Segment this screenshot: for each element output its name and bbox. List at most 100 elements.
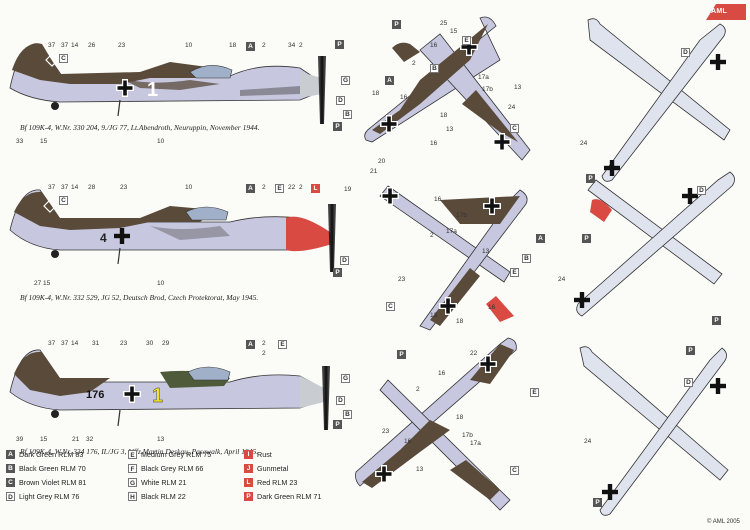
legend-label: Gunmetal <box>257 464 289 473</box>
callout: 15 <box>43 280 51 287</box>
legend-swatch: L <box>244 478 253 487</box>
callout: 16 <box>430 140 438 147</box>
profile-3-caption: Bf 109K-4, W.Nr. 334 176, II./JG 3, Uffz… <box>20 447 259 456</box>
yellow-number: 1 <box>152 385 163 407</box>
callout: 10 <box>185 184 193 191</box>
color-tag: P <box>582 234 591 243</box>
legend-swatch: P <box>244 492 253 501</box>
color-tag: B <box>343 110 352 119</box>
color-tag: A <box>246 340 255 349</box>
legend-swatch: C <box>6 478 15 487</box>
callout: 14 <box>71 340 79 347</box>
color-tag: A <box>536 234 545 243</box>
underside-view-2 <box>574 171 735 317</box>
copyright-text: © AML 2005 <box>707 519 740 525</box>
color-tag: B <box>343 410 352 419</box>
callout: 18 <box>456 318 464 325</box>
callout: 22 <box>288 184 296 191</box>
callout: 23 <box>120 340 128 347</box>
color-tag: G <box>341 374 350 383</box>
callout: 10 <box>157 138 165 145</box>
callout: 37 <box>48 340 56 347</box>
callout: 2 <box>430 232 434 239</box>
color-tag: E <box>530 388 539 397</box>
color-tag: G <box>341 76 350 85</box>
callout: 26 <box>88 42 96 49</box>
callout: 37 <box>61 184 69 191</box>
callout: 17b <box>456 212 467 219</box>
legend-swatch: A <box>6 450 15 459</box>
callout: 13 <box>416 466 424 473</box>
callout: 2 <box>299 184 303 191</box>
color-tag: B <box>522 254 531 263</box>
color-tag: D <box>336 96 345 105</box>
side-profile-2: 4 <box>9 189 336 272</box>
callout: 24 <box>580 140 588 147</box>
callout: 20 <box>378 158 386 165</box>
callout: 2 <box>262 340 266 347</box>
color-tag: C <box>510 466 519 475</box>
legend-swatch: D <box>6 492 15 501</box>
color-tag: P <box>712 316 721 325</box>
legend-label: Black Green RLM 70 <box>19 464 86 473</box>
callout: 24 <box>508 104 516 111</box>
legend-label: Rust <box>257 450 272 459</box>
color-tag: P <box>392 20 401 29</box>
fuselage-number: 176 <box>86 389 104 401</box>
legend-label: Brown Violet RLM 81 <box>19 478 87 487</box>
top-view-3 <box>355 337 517 511</box>
callout: 17a <box>446 228 457 235</box>
color-tag: A <box>246 184 255 193</box>
callout: 2 <box>416 386 420 393</box>
legend-label: White RLM 21 <box>141 478 187 487</box>
side-profile-3: 176 1 <box>9 349 330 430</box>
callout: 34 <box>288 42 296 49</box>
top-view-2 <box>379 185 528 331</box>
callout: 30 <box>146 340 154 347</box>
callout: 19 <box>344 186 352 193</box>
callout: 37 <box>48 42 56 49</box>
legend-swatch: E <box>128 450 137 459</box>
legend-swatch: G <box>128 478 137 487</box>
color-tag: D <box>336 396 345 405</box>
callout: 15 <box>450 28 458 35</box>
callout: 24 <box>558 276 566 283</box>
callout: 22 <box>470 350 478 357</box>
callout: 2 <box>262 184 266 191</box>
callout: 13 <box>482 248 490 255</box>
callout: 31 <box>92 340 100 347</box>
legend-swatch: F <box>128 464 137 473</box>
color-tag: D <box>681 48 690 57</box>
callout: 24 <box>584 438 592 445</box>
profile-1-caption: Bf 109K-4, W.Nr. 330 204, 9./JG 77, Lt.A… <box>20 123 260 132</box>
callout: 18 <box>229 42 237 49</box>
color-tag: E <box>510 268 519 277</box>
legend-item: J Gunmetal <box>244 464 288 473</box>
color-tag: C <box>386 302 395 311</box>
profile-2-caption: Bf 109K-4, W.Nr. 332 529, JG 52, Deutsch… <box>20 293 259 302</box>
callout: 33 <box>16 138 24 145</box>
callout: 39 <box>16 436 24 443</box>
callout: 18 <box>372 90 380 97</box>
callout: 23 <box>118 42 126 49</box>
callout: 37 <box>61 42 69 49</box>
color-tag: C <box>59 54 68 63</box>
callout: 15 <box>40 436 48 443</box>
callout: 37 <box>61 340 69 347</box>
legend-item: G White RLM 21 <box>128 478 187 487</box>
underside-view-1 <box>587 18 731 182</box>
color-tag: L <box>311 184 320 193</box>
legend-swatch: J <box>244 464 253 473</box>
legend-item: P Dark Green RLM 71 <box>244 492 321 501</box>
callout: 15 <box>40 138 48 145</box>
legend-label: Dark Green RLM 71 <box>257 492 322 501</box>
callout: 21 <box>370 168 378 175</box>
color-tag: A <box>246 42 255 51</box>
color-tag: D <box>340 256 349 265</box>
